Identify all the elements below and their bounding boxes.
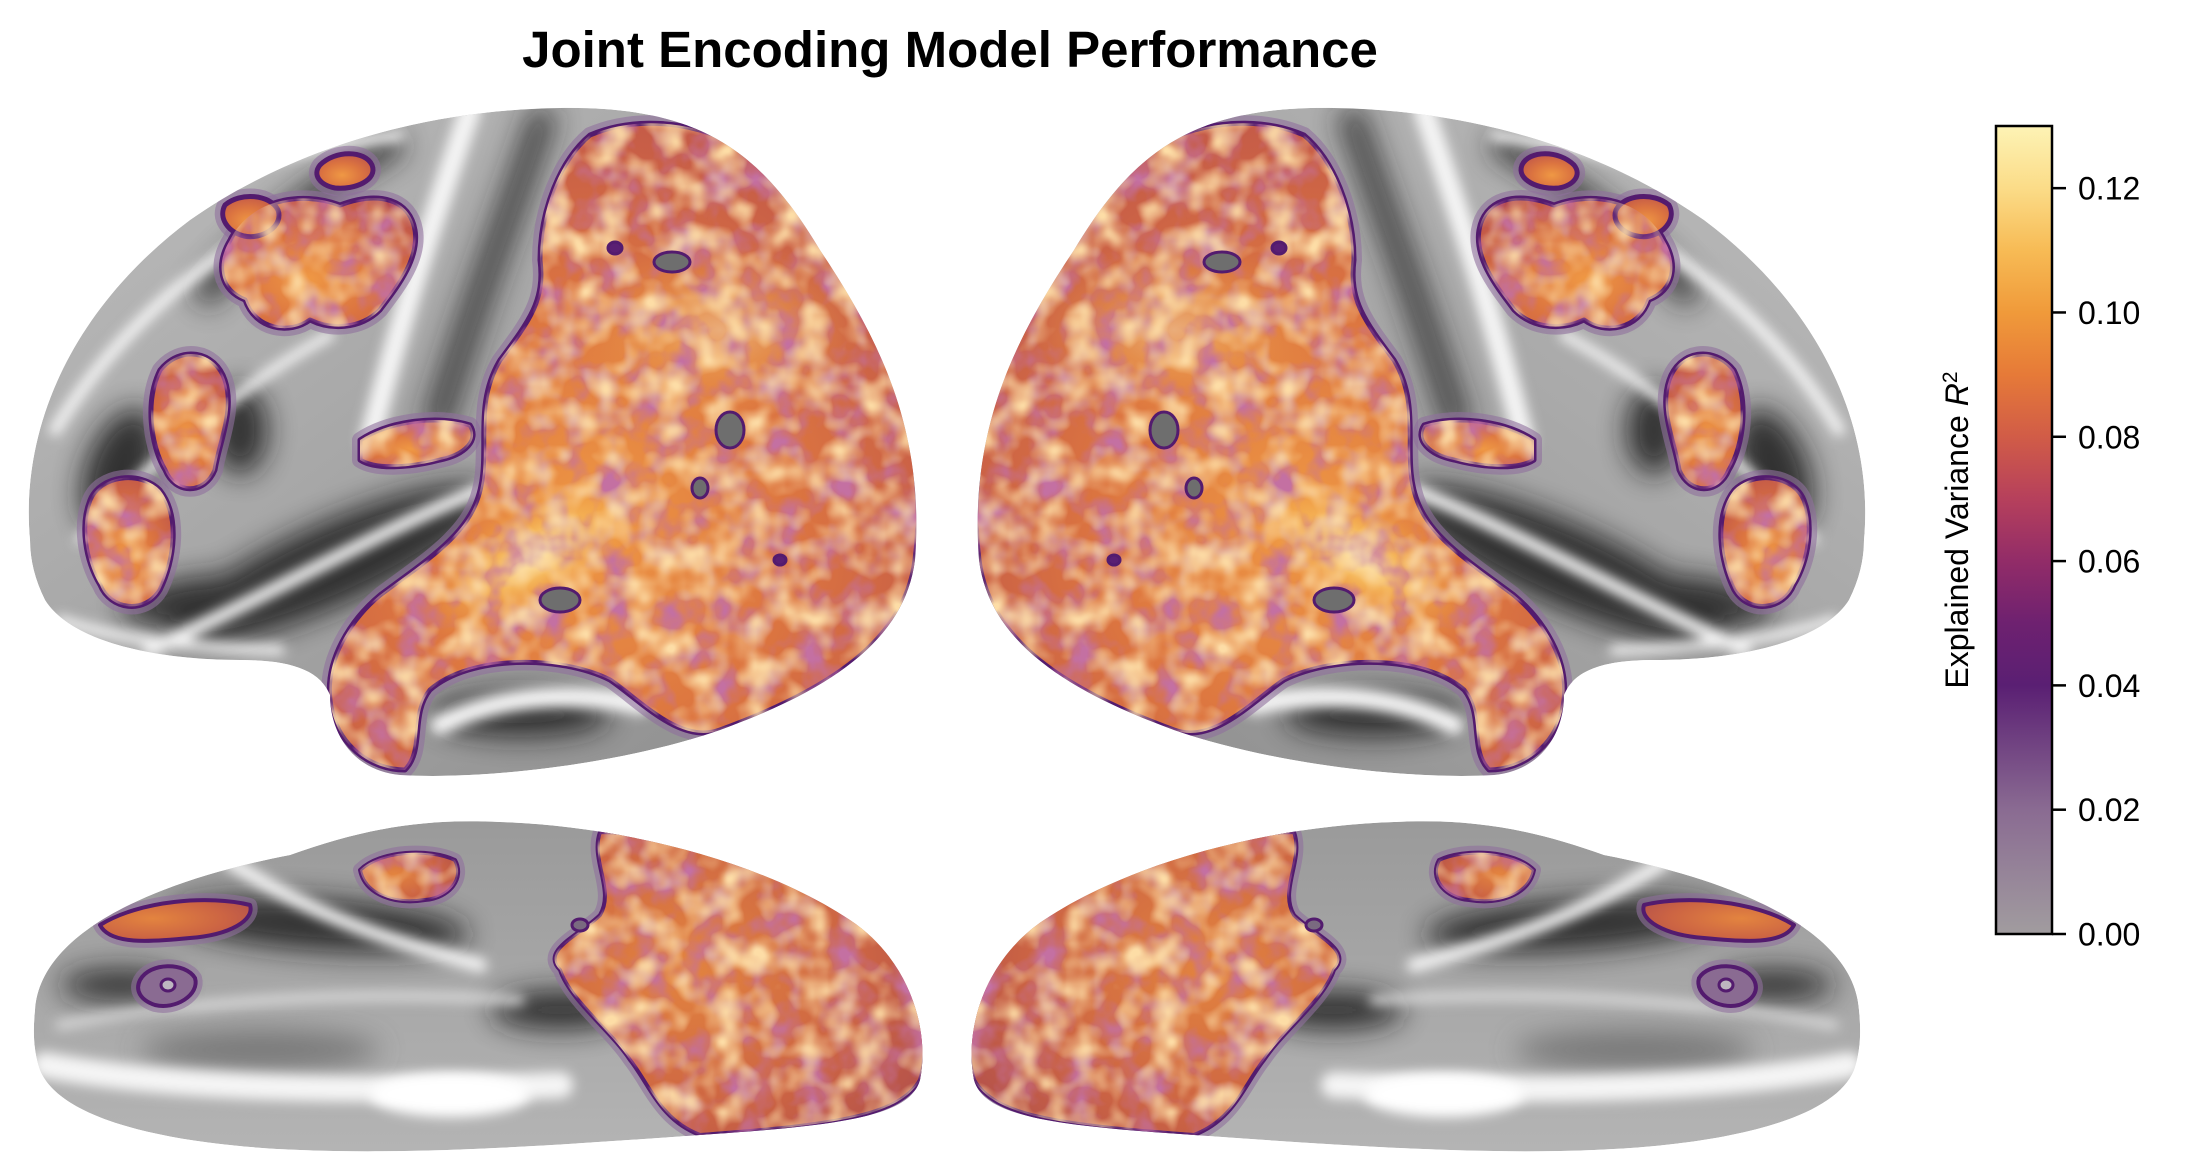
right-ventral-surface <box>969 821 1860 1151</box>
chart-title: Joint Encoding Model Performance <box>522 21 1378 78</box>
cortical-folding-shading <box>33 821 923 1152</box>
colorbar-tick-label: 0.08 <box>2078 419 2140 455</box>
right-lateral-surface <box>976 108 1865 776</box>
colorbar-tick-label: 0.10 <box>2078 295 2140 331</box>
colorbar-label-symbol: R <box>1939 383 1975 406</box>
colorbar-tick-label: 0.00 <box>2078 917 2140 953</box>
colorbar-tick-label: 0.04 <box>2078 668 2140 704</box>
colorbar-tick-label: 0.02 <box>2078 792 2140 828</box>
colorbar-tick-label: 0.06 <box>2078 544 2140 580</box>
colorbar: 0.00 0.02 0.04 0.06 0.08 0.10 0.12 Explained V… <box>1939 124 2140 953</box>
subthreshold-islands <box>159 917 590 993</box>
left-ventral-surface <box>33 821 923 1152</box>
left-lateral-surface <box>28 107 917 776</box>
colorbar-ticks: 0.00 0.02 0.04 0.06 0.08 0.10 0.12 <box>2052 171 2140 953</box>
colorbar-label-exponent: 2 <box>1939 371 1962 383</box>
colorbar-label: Explained Variance R2 <box>1939 371 1976 688</box>
colorbar-gradient <box>1994 124 2054 936</box>
colorbar-label-text: Explained Variance <box>1939 415 1975 688</box>
colorbar-tick-label: 0.12 <box>2078 171 2140 207</box>
subthreshold-islands <box>538 240 788 614</box>
